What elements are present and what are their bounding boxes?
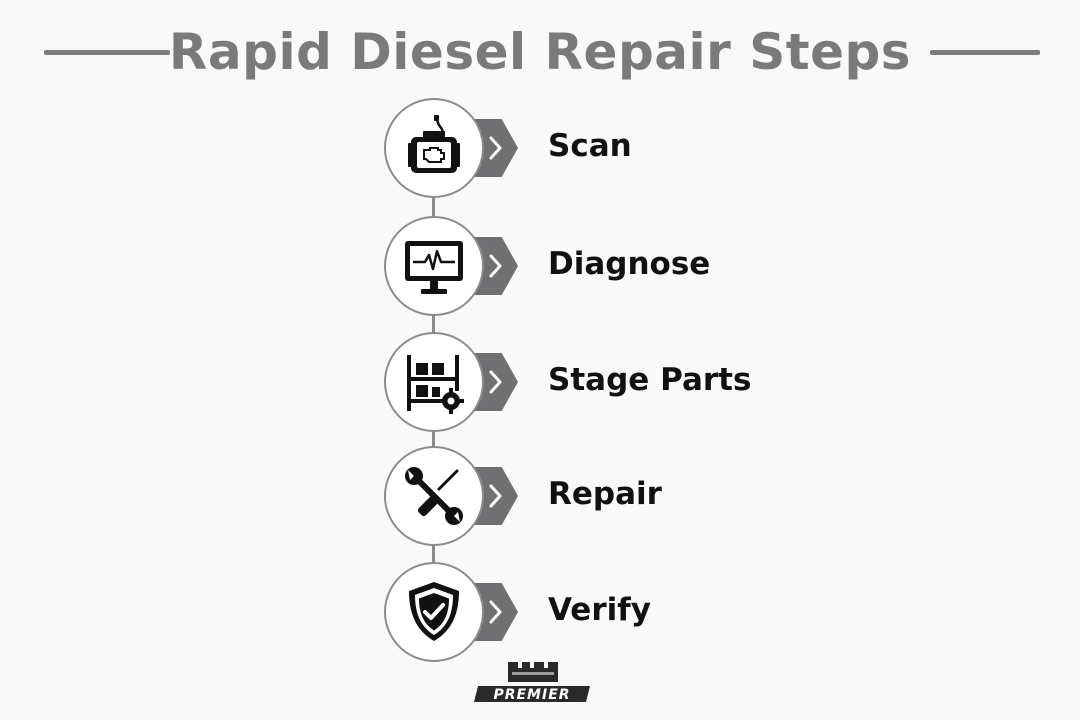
chevron-right-icon <box>489 600 502 624</box>
step-icon-circle <box>384 332 484 432</box>
step-label: Diagnose <box>548 246 711 282</box>
title-rule-left <box>44 50 170 55</box>
page-title: Rapid Diesel Repair Steps <box>168 23 912 81</box>
monitor-heartbeat-icon <box>405 241 463 294</box>
obd-scanner-icon <box>408 115 460 173</box>
chevron-right-icon <box>489 484 502 508</box>
step-icon-circle <box>384 562 484 662</box>
title-rule-right <box>930 50 1040 55</box>
step-scan: Scan <box>384 98 904 198</box>
step-stage-parts: Stage Parts <box>384 332 904 432</box>
shield-check-icon <box>409 582 459 641</box>
logo-text: PREMIER <box>493 687 570 703</box>
step-icon-circle <box>384 98 484 198</box>
step-connector <box>432 545 435 565</box>
step-label: Stage Parts <box>548 362 752 398</box>
chevron-right-icon <box>489 370 502 394</box>
step-connector <box>432 196 435 218</box>
parts-shelf-gear-icon <box>407 355 464 414</box>
step-icon-circle <box>384 216 484 316</box>
step-verify: Verify <box>384 562 904 662</box>
wrench-screwdriver-icon <box>405 467 463 525</box>
step-label: Repair <box>548 476 662 512</box>
chevron-right-icon <box>489 136 502 160</box>
step-diagnose: Diagnose <box>384 216 904 316</box>
step-connector <box>432 314 435 336</box>
title-row: Rapid Diesel Repair Steps <box>0 18 1080 88</box>
step-icon-circle <box>384 446 484 546</box>
premier-logo: PREMIER <box>474 662 590 703</box>
step-repair: Repair <box>384 446 904 546</box>
step-connector <box>432 430 435 450</box>
step-label: Verify <box>548 592 651 628</box>
chevron-right-icon <box>489 254 502 278</box>
step-label: Scan <box>548 128 632 164</box>
